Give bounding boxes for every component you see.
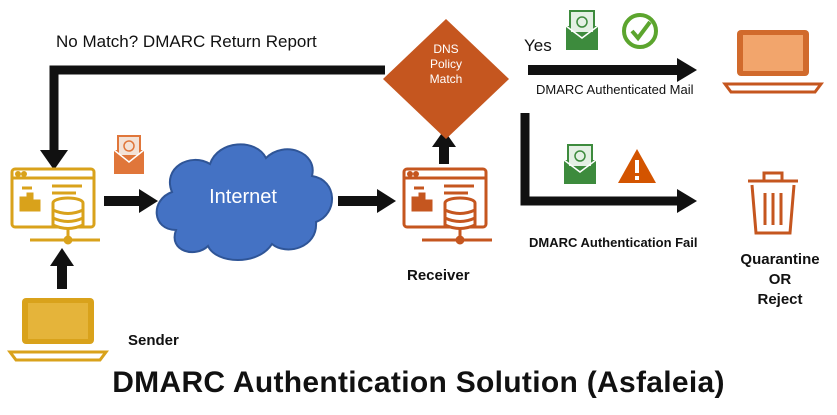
sender-laptop-icon (7, 298, 109, 362)
receiver-label: Receiver (407, 267, 470, 284)
dns-line-1: DNS (433, 42, 459, 56)
return-report-arrow (40, 65, 385, 170)
checkmark-circle-icon (622, 13, 658, 49)
receiver-to-dns-arrow (432, 130, 456, 164)
warning-triangle-icon (618, 149, 656, 183)
authenticated-mail-label: DMARC Authenticated Mail (536, 82, 694, 97)
dns-line-3: Match (429, 72, 463, 86)
quarantine-reject-label: Quarantine OR Reject (730, 250, 830, 310)
sender-server-icon (10, 167, 100, 245)
sender-to-internet-arrow (104, 189, 158, 213)
recipient-laptop-icon (722, 30, 824, 94)
fail-arrow (520, 113, 697, 213)
laptop-to-sender-arrow (50, 248, 74, 289)
quarantine-line-3: Reject (757, 291, 803, 308)
dns-policy-label: DNS Policy Match (398, 42, 494, 87)
no-match-label: No Match? DMARC Return Report (56, 32, 317, 51)
diagram-title: DMARC Authentication Solution (Asfaleia) (112, 366, 725, 399)
quarantine-line-1: Quarantine (740, 251, 820, 268)
yes-label: Yes (524, 36, 552, 55)
internet-to-receiver-arrow (338, 189, 396, 213)
authentication-fail-label: DMARC Authentication Fail (529, 235, 698, 250)
dns-policy-diamond (383, 19, 509, 139)
yes-arrow (528, 58, 697, 82)
dns-line-2: Policy (429, 57, 462, 71)
envelope-icon (113, 135, 145, 174)
internet-cloud (155, 143, 333, 261)
envelope-icon (565, 10, 599, 50)
internet-label: Internet (209, 186, 277, 208)
envelope-icon (563, 144, 597, 184)
quarantine-line-2: OR (768, 271, 792, 288)
trash-icon (748, 171, 798, 235)
receiver-server-icon (402, 167, 492, 245)
sender-label: Sender (128, 332, 179, 349)
